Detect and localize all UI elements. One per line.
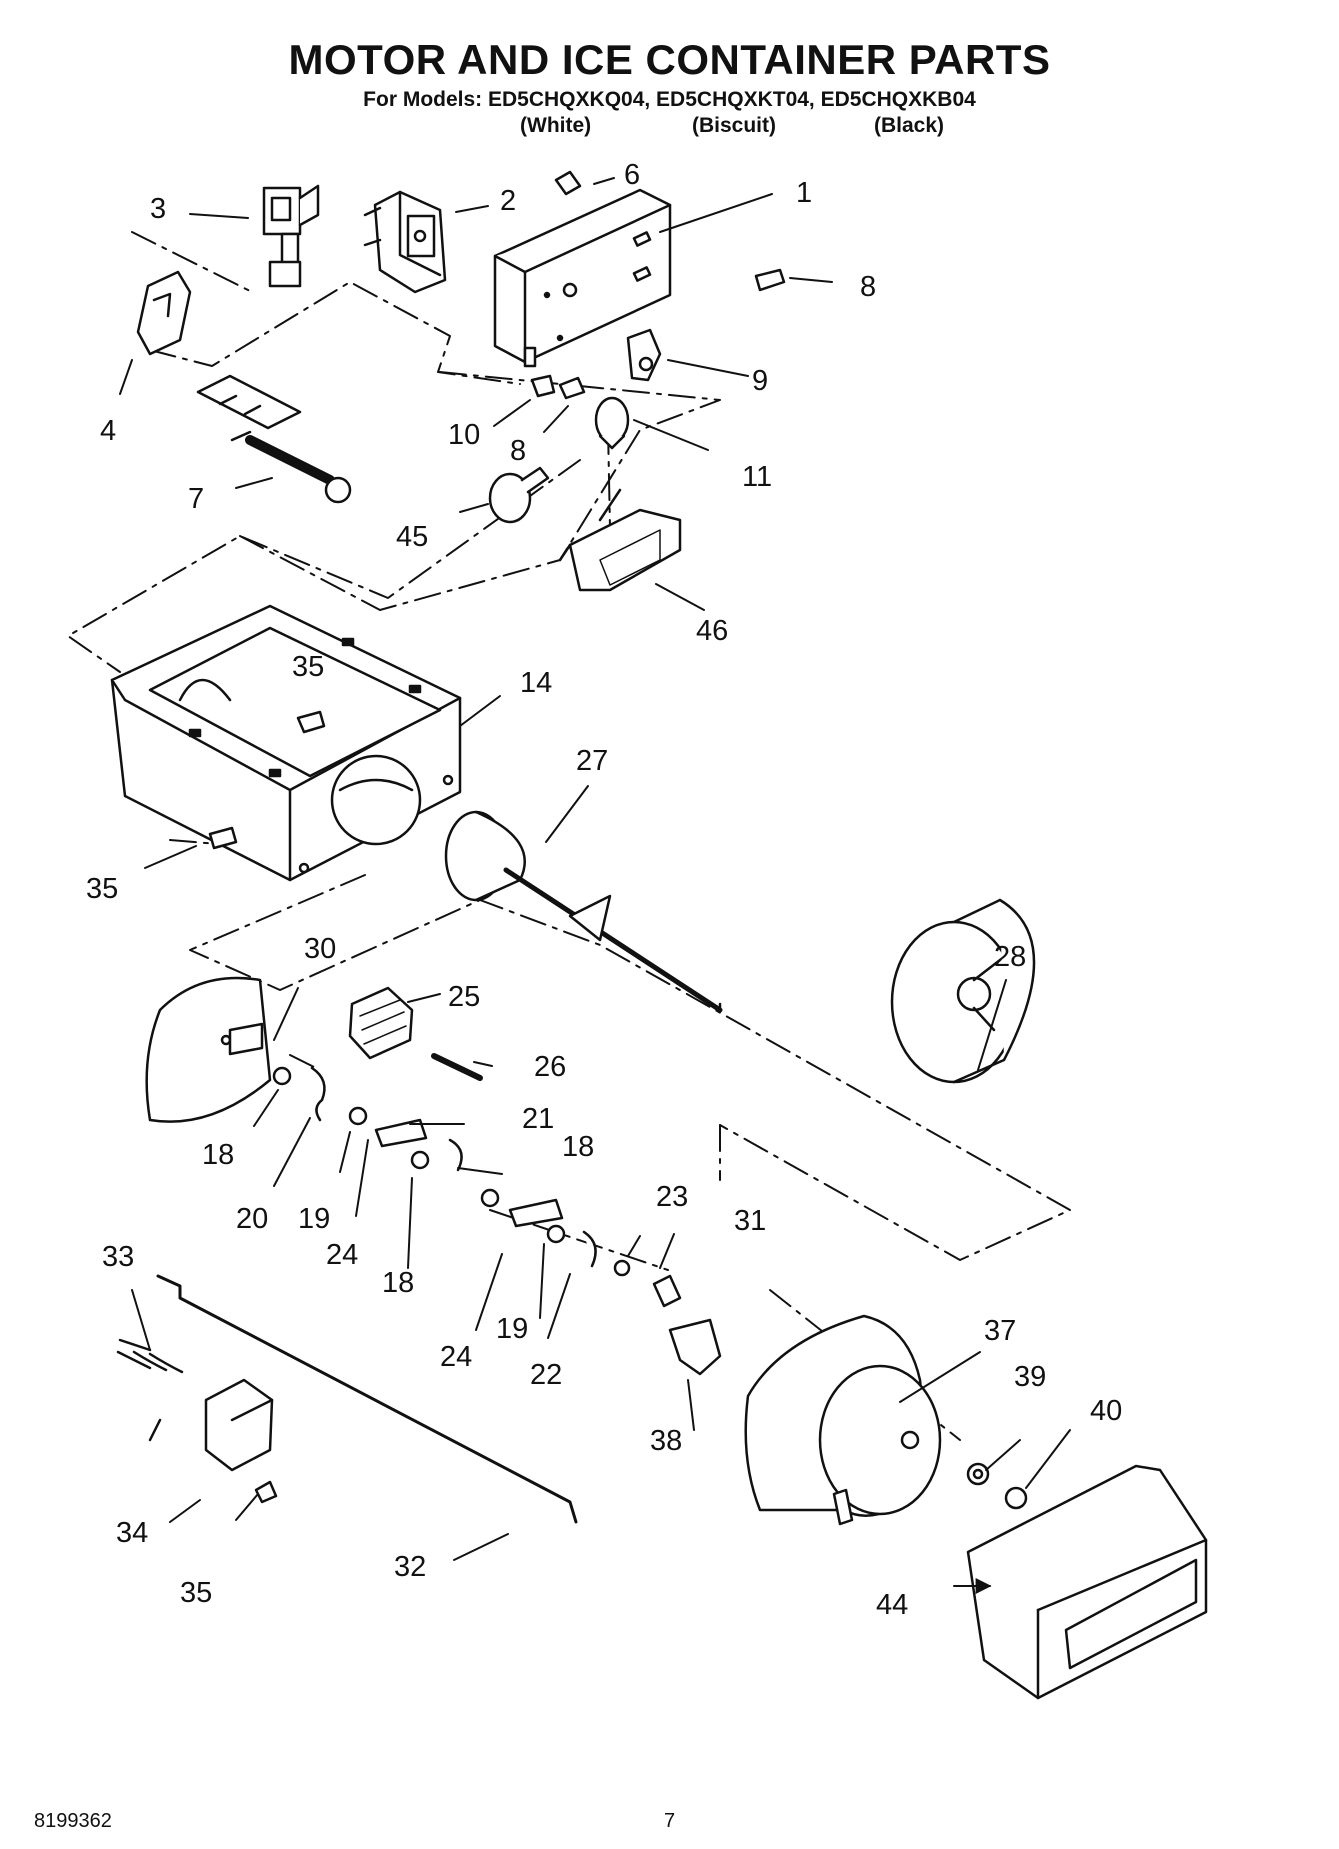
callout-19a: 19 [298, 1203, 330, 1235]
callout-1: 1 [796, 177, 812, 209]
page-title: MOTOR AND ICE CONTAINER PARTS [288, 36, 1051, 83]
callout-35b: 35 [86, 873, 118, 905]
callout-46: 46 [696, 615, 728, 647]
callout-7: 7 [188, 483, 204, 515]
cutter-block [348, 986, 414, 1060]
small-hardware [272, 1066, 682, 1308]
page-number: 7 [664, 1810, 676, 1832]
motor-bracket-38 [668, 1318, 722, 1376]
callout-31: 31 [734, 1205, 766, 1237]
valve-bracket [136, 270, 192, 356]
solenoid-valve [262, 184, 320, 288]
callout-19b: 19 [496, 1313, 528, 1345]
motor-cover [966, 1464, 1208, 1700]
model-list: For Models: ED5CHQXKQ04, ED5CHQXKT04, ED… [363, 88, 976, 111]
module-motor [363, 190, 447, 294]
document-number: 8199362 [34, 1810, 112, 1832]
callout-44: 44 [876, 1589, 908, 1621]
callout-34: 34 [116, 1517, 148, 1549]
callout-27: 27 [576, 745, 608, 777]
washer-nut [966, 1462, 1028, 1510]
callout-26: 26 [534, 1051, 566, 1083]
switch-harness [196, 374, 352, 504]
callout-38: 38 [650, 1425, 682, 1457]
ice-container-housing [110, 604, 462, 882]
part-9-clip [626, 328, 662, 382]
callout-32: 32 [394, 1551, 426, 1583]
wire-clip [554, 170, 582, 196]
callout-40: 40 [1090, 1395, 1122, 1427]
callout-8a: 8 [860, 271, 876, 303]
pin-26 [431, 1053, 483, 1081]
spring-33 [116, 1338, 184, 1442]
callout-2: 2 [500, 185, 516, 217]
callout-35c: 35 [180, 1577, 212, 1609]
variant-white: (White) [520, 114, 592, 137]
callout-45: 45 [396, 521, 428, 553]
variant-black: (Black) [874, 114, 945, 137]
callout-39: 39 [1014, 1361, 1046, 1393]
callout-14: 14 [520, 667, 552, 699]
screws-35 [208, 710, 326, 1504]
callout-20: 20 [236, 1203, 268, 1235]
callout-28: 28 [994, 941, 1026, 973]
callout-18a: 18 [202, 1139, 234, 1171]
callout-23: 23 [656, 1181, 688, 1213]
callout-35a: 35 [292, 651, 324, 683]
callout-11: 11 [742, 461, 772, 493]
callout-33: 33 [102, 1241, 134, 1273]
cutter-plate [145, 976, 272, 1123]
bracket-34 [204, 1378, 274, 1472]
light-bulb [488, 466, 550, 524]
callout-6: 6 [624, 159, 640, 191]
callout-3: 3 [150, 193, 166, 225]
motor-control-housing [493, 188, 672, 368]
callout-18c: 18 [382, 1267, 414, 1299]
leader-arrows [119, 177, 1071, 1586]
variant-biscuit: (Biscuit) [692, 114, 776, 137]
callout-37: 37 [984, 1315, 1016, 1347]
callout-10: 10 [448, 419, 480, 451]
callout-22: 22 [530, 1359, 562, 1391]
callout-18b: 18 [562, 1131, 594, 1163]
lamp-socket [594, 396, 630, 450]
auger-motor [744, 1314, 942, 1526]
callout-4: 4 [100, 415, 116, 447]
callout-30: 30 [304, 933, 336, 965]
ice-crusher-drum [890, 898, 1036, 1084]
actuator-rod [156, 1274, 578, 1524]
callout-25: 25 [448, 981, 480, 1013]
callout-24b: 24 [440, 1341, 472, 1373]
callout-8b: 8 [510, 435, 526, 467]
screws-top [530, 268, 786, 400]
callout-21: 21 [522, 1103, 554, 1135]
callout-24a: 24 [326, 1239, 358, 1271]
callout-labels: 1 2 3 4 6 7 8 8 9 10 11 14 18 18 18 19 1… [86, 159, 1122, 1621]
light-shield [558, 488, 682, 592]
callout-9: 9 [752, 365, 768, 397]
auger [444, 810, 723, 1013]
